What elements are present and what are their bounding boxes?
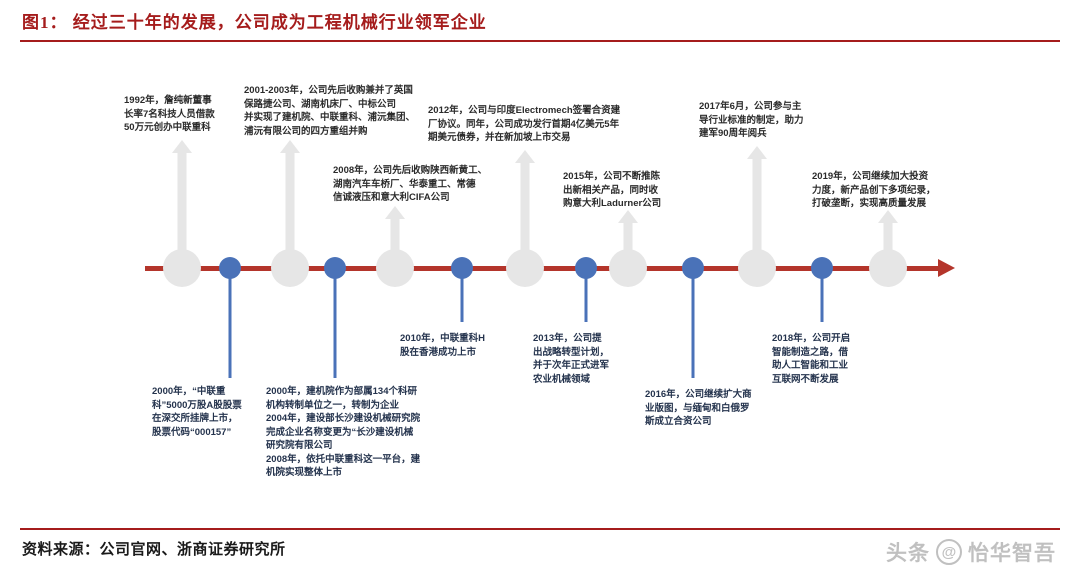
node-dot-2010[interactable]: [451, 257, 473, 279]
source-note: 资料来源：公司官网、浙商证券研究所: [22, 542, 286, 558]
node-dot-2001[interactable]: [271, 249, 309, 287]
header-divider: [20, 40, 1060, 42]
event-caption-2015: 2015年，公司不断推陈 出新相关产品，同时收 购意大利Ladurner公司: [563, 171, 662, 209]
stem-2013: [584, 270, 588, 322]
arrowhead-2001: [280, 140, 300, 153]
node-dot-2019[interactable]: [869, 249, 907, 287]
stem-2012: [520, 162, 530, 250]
event-caption-2000b: 2000年，建机院作为部属134个科研 机构转制单位之一，转制为企业 2004年…: [266, 386, 421, 478]
stem-2010: [460, 270, 464, 322]
event-caption-2000a: 2000年，“中联重 科”5000万股A股股票 在深交所挂牌上市， 股票代码“0…: [152, 386, 242, 438]
event-caption-2017: 2017年6月，公司参与主 导行业标准的制定，助力 建军90周年阅兵: [699, 101, 804, 139]
stem-2001: [285, 152, 295, 250]
footer-divider: [20, 528, 1060, 530]
stem-2000a: [228, 270, 232, 378]
node-dot-2017[interactable]: [738, 249, 776, 287]
stem-2019: [883, 222, 893, 250]
watermark-name: 怡华智吾: [968, 542, 1056, 565]
watermark: 头条 @ 怡华智吾: [886, 537, 1056, 567]
node-dot-1992[interactable]: [163, 249, 201, 287]
node-dot-2000a[interactable]: [219, 257, 241, 279]
node-dot-2008[interactable]: [376, 249, 414, 287]
event-caption-1992: 1992年，詹纯新董事 长率7名科技人员借款 50万元创办中联重科: [124, 95, 215, 133]
node-dot-2000b[interactable]: [324, 257, 346, 279]
event-caption-2016: 2016年，公司继续扩大商 业版图，与缅甸和白俄罗 斯成立合资公司: [645, 389, 752, 427]
stem-2016: [691, 270, 695, 378]
page-title: 图1： 经过三十年的发展，公司成为工程机械行业领军企业: [22, 13, 487, 32]
stem-2017: [752, 158, 762, 250]
stem-2018: [820, 270, 824, 322]
event-caption-2010: 2010年，中联重科H 股在香港成功上市: [400, 333, 485, 358]
timeline-axis-arrow-icon: [938, 259, 955, 277]
watermark-prefix: 头条: [886, 542, 930, 565]
arrowhead-2012: [515, 150, 535, 163]
event-caption-2013: 2013年，公司提 出战略转型计划， 并于次年正式进军 农业机械领域: [533, 333, 610, 385]
node-dot-2013[interactable]: [575, 257, 597, 279]
event-caption-2012: 2012年，公司与印度Electromech签署合资建 厂协议。同年，公司成功发…: [428, 105, 621, 143]
event-caption-2019: 2019年，公司继续加大投资 力度，新产品创下多项纪录， 打破垄断，实现高质量发…: [812, 171, 936, 209]
arrowhead-2008: [385, 206, 405, 219]
event-caption-2001: 2001-2003年，公司先后收购兼并了英国 保路捷公司、湖南机床厂、中标公司 …: [244, 85, 416, 137]
arrowhead-1992: [172, 140, 192, 153]
event-caption-2008: 2008年，公司先后收购陕西新黄工、 湖南汽车车桥厂、华泰重工、常德 信诚液压和…: [333, 165, 488, 203]
stem-2008: [390, 218, 400, 250]
stem-1992: [177, 152, 187, 250]
node-dot-2018[interactable]: [811, 257, 833, 279]
node-dot-2012[interactable]: [506, 249, 544, 287]
event-caption-2018: 2018年，公司开启 智能制造之路，借 助人工智能和工业 互联网不断发展: [772, 333, 851, 385]
node-dot-2015[interactable]: [609, 249, 647, 287]
arrowhead-2019: [878, 210, 898, 223]
node-dot-2016[interactable]: [682, 257, 704, 279]
stem-2000b: [333, 270, 337, 378]
arrowhead-2015: [618, 210, 638, 223]
at-icon: @: [936, 539, 962, 565]
stem-2015: [623, 222, 633, 250]
arrowhead-2017: [747, 146, 767, 159]
